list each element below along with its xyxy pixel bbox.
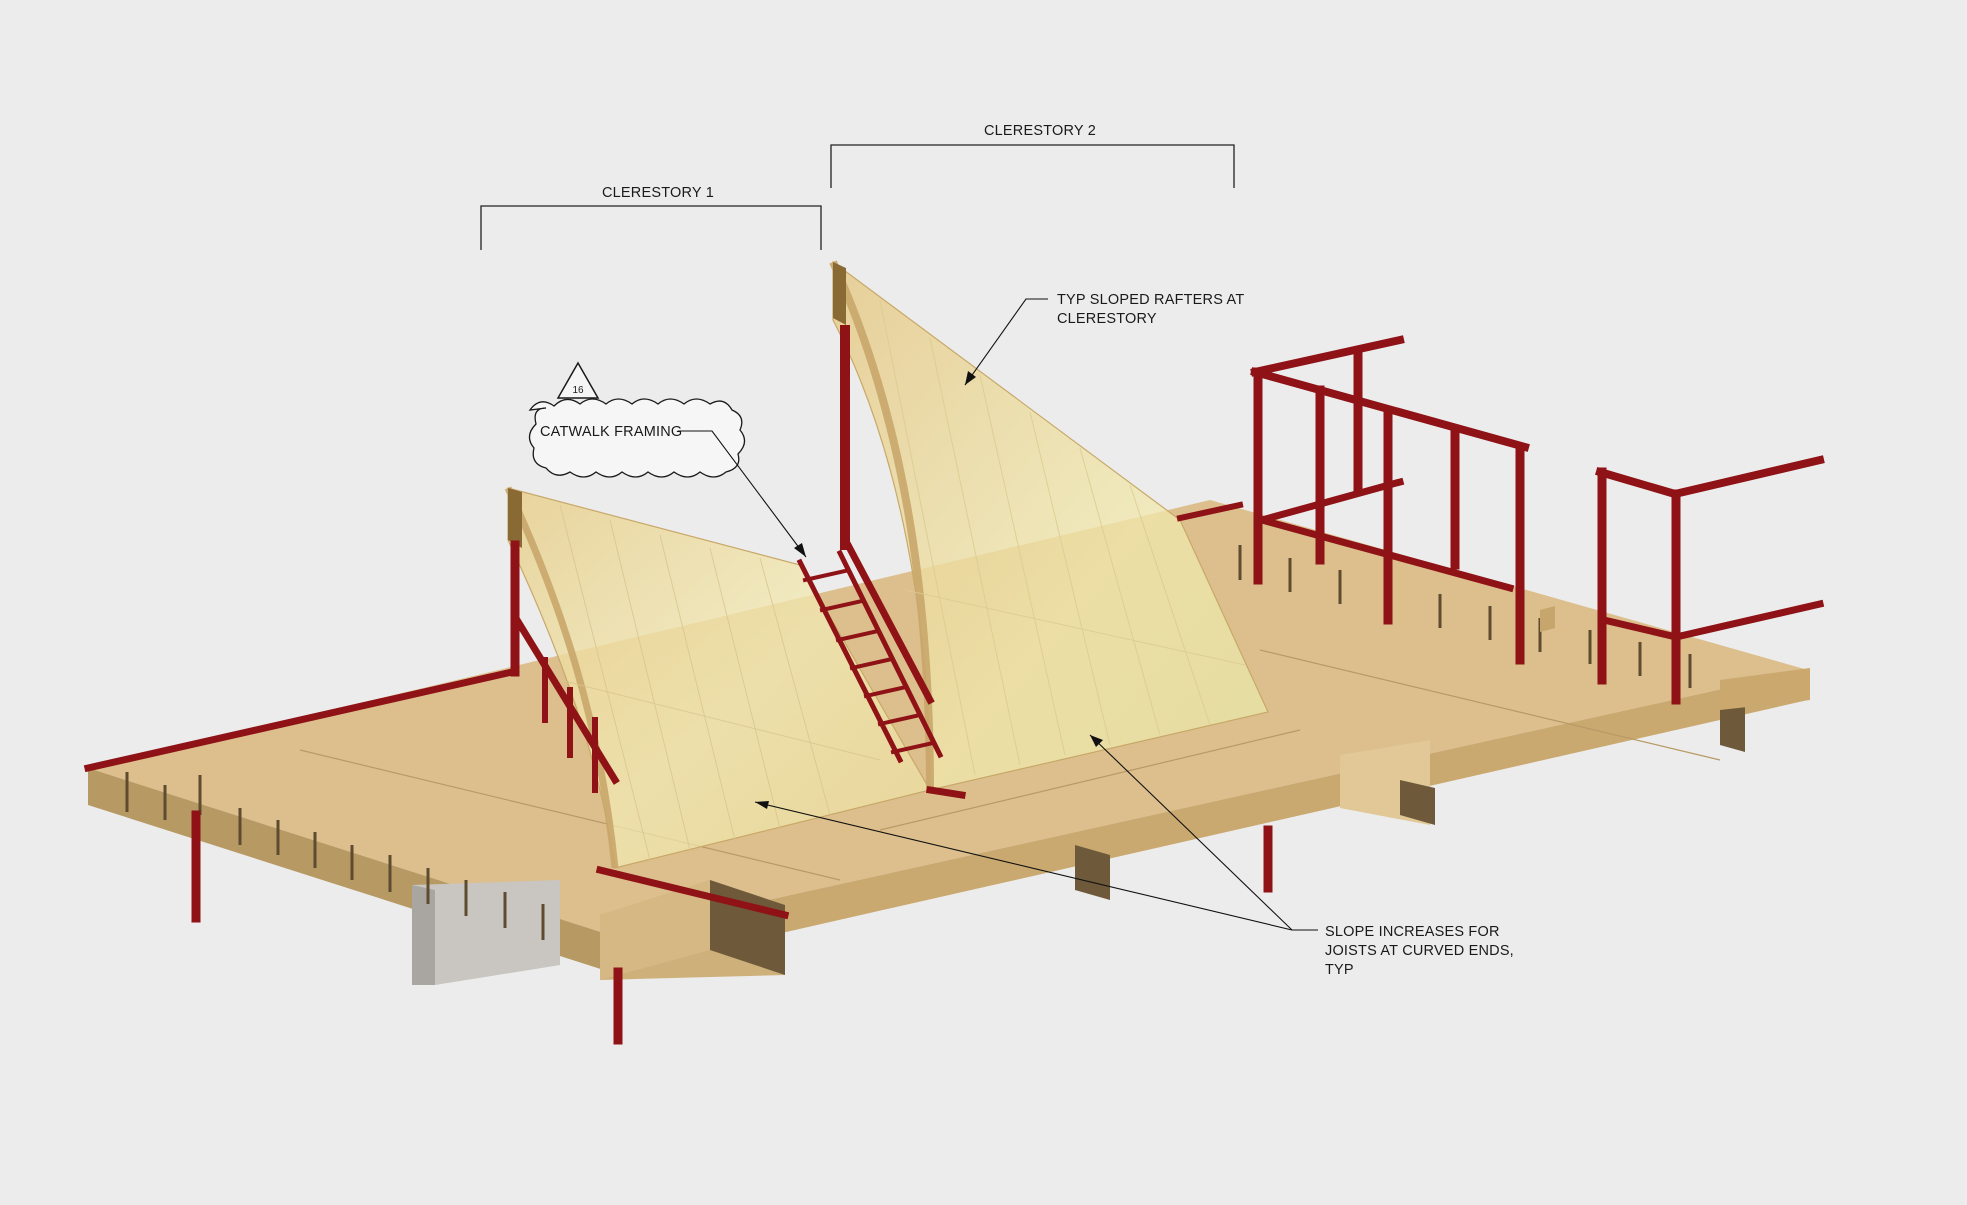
slope-label-line1: SLOPE INCREASES FOR [1325,924,1500,940]
slope-label-line2: JOISTS AT CURVED ENDS, [1325,943,1514,959]
revision-cloud [528,398,746,478]
steel-framing [83,325,1825,1045]
clerestory-1-callout: CLERESTORY 1 [480,185,822,250]
slope-label-line3: TYP [1325,962,1354,978]
catwalk-callout: CATWALK FRAMING 16 [528,361,807,558]
rafters-label-line2: CLERESTORY [1057,311,1157,327]
slope-callout: SLOPE INCREASES FOR JOISTS AT CURVED END… [754,734,1514,978]
catwalk-label: CATWALK FRAMING [540,424,682,440]
revision-triangle [556,361,600,399]
clerestory-2-roof [829,260,1269,791]
revision-tag-number: 16 [572,385,584,396]
clerestory-1-label: CLERESTORY 1 [602,185,714,201]
clerestory-2-callout: CLERESTORY 2 [830,123,1235,188]
rafters-callout: TYP SLOPED RAFTERS AT CLERESTORY [964,292,1244,386]
clerestory-2-label: CLERESTORY 2 [984,123,1096,139]
rafters-label-line1: TYP SLOPED RAFTERS AT [1057,292,1244,308]
